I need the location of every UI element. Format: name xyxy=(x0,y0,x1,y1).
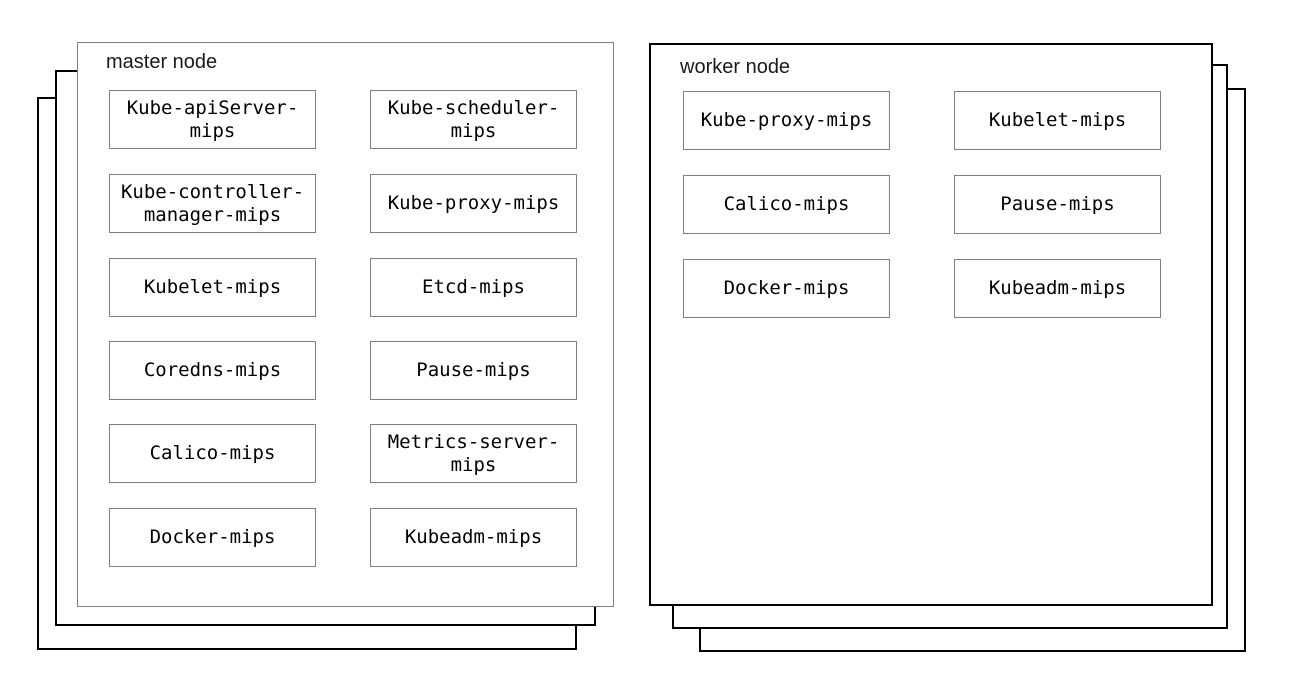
component-box-kubeadm-worker: Kubeadm-mips xyxy=(954,259,1161,318)
component-box-kube-apiserver: Kube-apiServer-mips xyxy=(109,90,316,149)
component-box-kube-controller-manager: Kube-controller-manager-mips xyxy=(109,174,316,233)
component-box-metrics-server: Metrics-server-mips xyxy=(370,424,577,483)
component-box-kubeadm-master: Kubeadm-mips xyxy=(370,508,577,567)
worker-node-title: worker node xyxy=(680,56,791,78)
component-box-pause-master: Pause-mips xyxy=(370,341,577,400)
component-box-kube-proxy-master: Kube-proxy-mips xyxy=(370,174,577,233)
component-box-kube-scheduler: Kube-scheduler-mips xyxy=(370,90,577,149)
component-box-calico-worker: Calico-mips xyxy=(683,175,890,234)
component-box-calico-master: Calico-mips xyxy=(109,424,316,483)
component-box-kube-proxy-worker: Kube-proxy-mips xyxy=(683,91,890,150)
component-box-kubelet-worker: Kubelet-mips xyxy=(954,91,1161,150)
component-box-etcd: Etcd-mips xyxy=(370,258,577,317)
component-box-pause-worker: Pause-mips xyxy=(954,175,1161,234)
component-box-kubelet-master: Kubelet-mips xyxy=(109,258,316,317)
component-box-docker-master: Docker-mips xyxy=(109,508,316,567)
master-node-title: master node xyxy=(106,51,218,73)
component-box-coredns: Coredns-mips xyxy=(109,341,316,400)
component-box-docker-worker: Docker-mips xyxy=(683,259,890,318)
